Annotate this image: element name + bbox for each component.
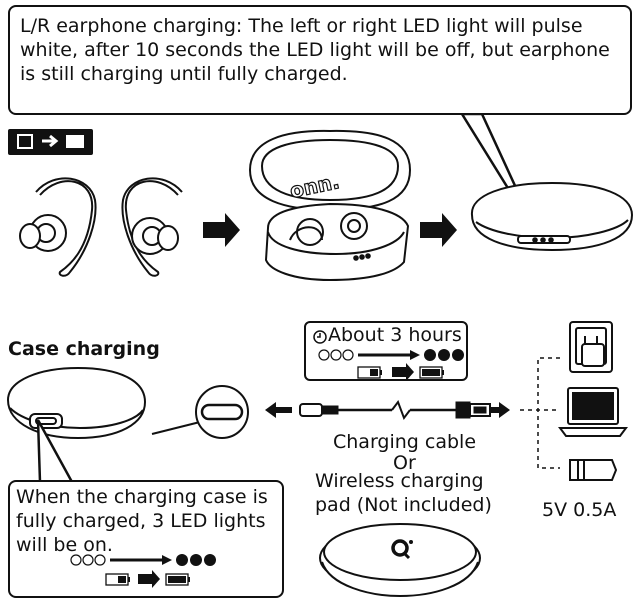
arrow-right-icon (203, 213, 240, 247)
arrow-right-icon (420, 213, 457, 247)
bottom-note-line3: will be on. (16, 534, 113, 556)
bottom-note-callout: When the charging case is fully charged,… (8, 480, 284, 598)
usb-cable-icon (299, 399, 491, 421)
case-open-icon (248, 129, 412, 282)
battery-icon (357, 363, 444, 381)
bottom-note-line2: fully charged, 3 LED lights (16, 510, 266, 532)
case-closed-icon (6, 366, 147, 440)
top-note-line2: white, after 10 seconds the LED light wi… (20, 39, 610, 61)
arrow-left-icon (265, 402, 292, 418)
power-source-connectors (520, 357, 560, 469)
cable-label: Charging cable (333, 431, 477, 453)
power-spec: 5V 0.5A (542, 499, 617, 521)
or-label: Or (393, 452, 416, 474)
zoom-leader-line (151, 421, 201, 435)
earbud-to-case-icon (8, 129, 93, 155)
charge-time: About 3 hours (328, 324, 462, 346)
wall-outlet-icon (569, 321, 613, 373)
usb-c-port-icon (195, 385, 249, 439)
top-note-callout: L/R earphone charging: The left or right… (8, 5, 632, 115)
wireless-pad-icon (319, 523, 481, 598)
bottom-note-line1: When the charging case is (16, 486, 268, 508)
laptop-icon (558, 387, 628, 437)
top-note-line1: L/R earphone charging: The left or right… (20, 15, 583, 37)
wireless-label-1: Wireless charging (315, 470, 484, 492)
time-callout: About 3 hours (304, 321, 468, 381)
clock-icon (313, 330, 327, 344)
section-title: Case charging (8, 338, 160, 360)
qi-logo-icon (391, 539, 413, 560)
wireless-label-2: pad (Not included) (315, 494, 492, 516)
earbuds-icon (19, 177, 183, 277)
led-dots-icon (70, 554, 216, 588)
case-closed-icon (470, 181, 634, 252)
top-note-line3: is still charging until fully charged. (20, 63, 348, 85)
battery-icon (105, 570, 190, 588)
led-dots-icon (318, 349, 464, 381)
car-charger-icon (569, 459, 618, 481)
arrow-right-icon (490, 402, 510, 418)
